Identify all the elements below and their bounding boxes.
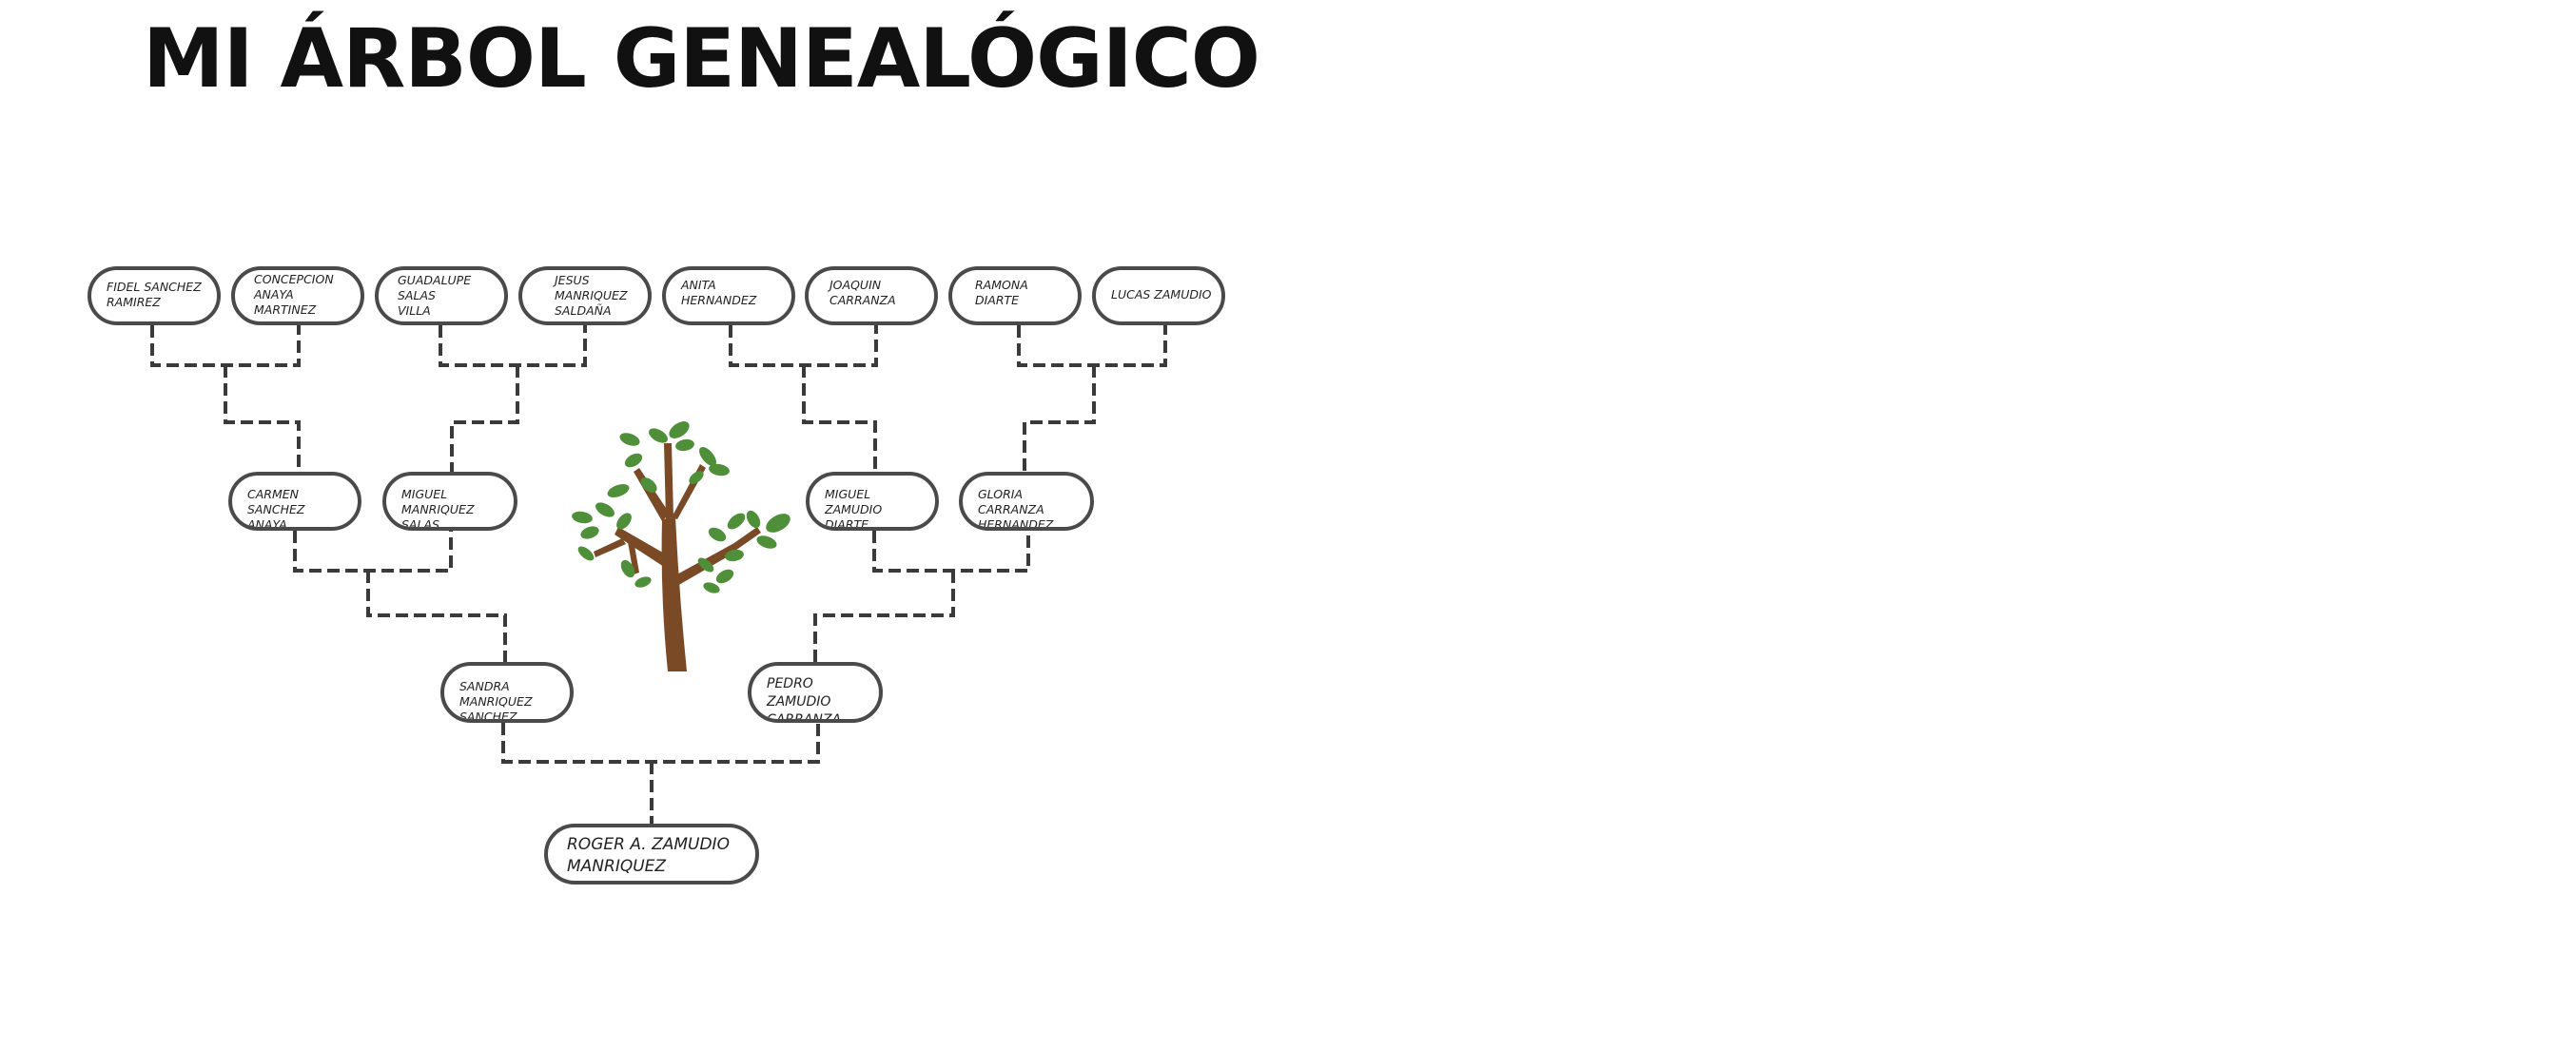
person-sandra-manriquez-sanchez: SANDRA MANRIQUEZ SANCHEZ: [440, 662, 574, 723]
tree-leaves: [572, 421, 790, 593]
connector-fidel-concepcion-to-carmen: [150, 325, 301, 472]
person-miguel-manriquez-salas: MIGUEL MANRIQUEZ SALAS: [382, 472, 517, 531]
person-pedro-zamudio-carranza: PEDRO ZAMUDIO CARRANZA: [748, 662, 883, 723]
person-gloria-carranza-hernandez: GLORIA CARRANZA HERNANDEZ: [959, 472, 1094, 531]
tree-illustration: [572, 421, 790, 671]
person-lucas-zamudio: LUCAS ZAMUDIO: [1092, 266, 1225, 325]
connector-anita-joaquin-to-miguel-zamudio: [729, 325, 878, 472]
connector-carmen-miguel-to-sandra: [293, 531, 507, 662]
connector-guadalupe-jesus-to-miguel-manriquez: [439, 325, 587, 472]
person-concepcion-anaya-martinez: CONCEPCION ANAYA MARTINEZ: [231, 266, 364, 325]
person-joaquin-carranza: JOAQUIN CARRANZA: [805, 266, 938, 325]
connector-ramona-lucas-to-gloria: [1017, 325, 1167, 472]
page-title: MI ÁRBOL GENEALÓGICO: [143, 11, 1260, 107]
person-fidel-sanchez-ramirez: FIDEL SANCHEZ RAMIREZ: [88, 266, 221, 325]
connector-miguel-gloria-to-pedro: [813, 531, 1030, 662]
person-miguel-zamudio-diarte: MIGUEL ZAMUDIO DIARTE: [806, 472, 939, 531]
person-anita-hernandez: ANITA HERNANDEZ: [662, 266, 795, 325]
connector-sandra-pedro-to-roger: [501, 723, 820, 824]
person-jesus-manriquez-saldana: JESUS MANRIQUEZ SALDAÑA: [518, 266, 652, 325]
person-ramona-diarte: RAMONA DIARTE: [948, 266, 1082, 325]
person-carmen-sanchez-anaya: CARMEN SANCHEZ ANAYA: [228, 472, 361, 531]
person-roger-zamudio-manriquez: ROGER A. ZAMUDIO MANRIQUEZ: [544, 824, 759, 885]
person-guadalupe-salas-villa: GUADALUPE SALAS VILLA: [375, 266, 508, 325]
